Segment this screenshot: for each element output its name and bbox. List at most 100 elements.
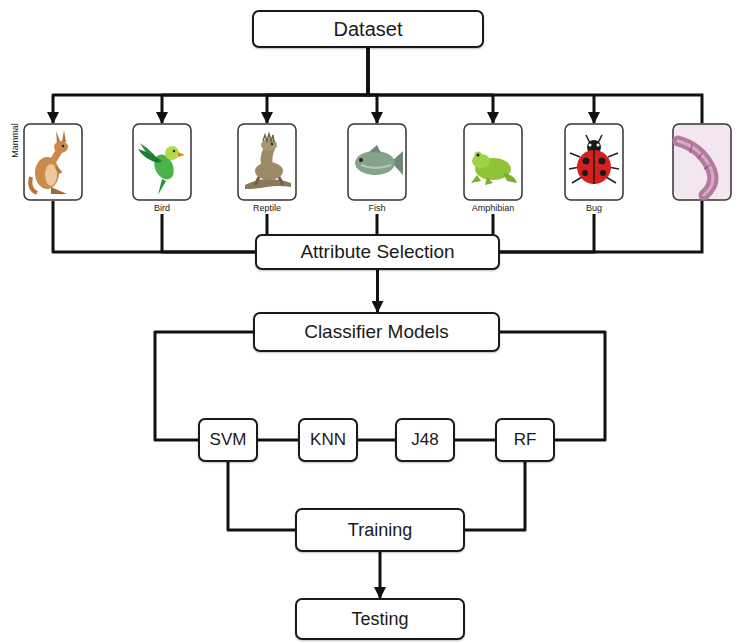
process-box: SVM bbox=[198, 418, 258, 462]
animal-illustration bbox=[132, 123, 192, 201]
connector bbox=[376, 214, 379, 234]
illustration-part bbox=[600, 170, 606, 176]
connector bbox=[162, 48, 368, 123]
illustration-part bbox=[569, 135, 619, 183]
illustration-part bbox=[369, 145, 381, 153]
connector bbox=[228, 462, 295, 530]
animal-class-card: Bird bbox=[132, 123, 192, 214]
connector bbox=[492, 214, 495, 234]
node-label: Training bbox=[348, 520, 412, 541]
node-label: Classifier Models bbox=[304, 321, 449, 343]
illustration-part bbox=[54, 141, 68, 153]
illustration-part bbox=[477, 154, 480, 157]
process-box: Dataset bbox=[252, 10, 484, 48]
illustration-part bbox=[56, 167, 61, 173]
worm-highlight bbox=[678, 141, 713, 195]
illustration-part bbox=[53, 151, 59, 161]
illustration-part bbox=[485, 177, 493, 185]
illustration-part bbox=[359, 158, 363, 162]
process-box: J48 bbox=[395, 418, 455, 462]
connector bbox=[53, 201, 255, 252]
illustration-part bbox=[593, 150, 595, 184]
illustration-part bbox=[165, 146, 179, 160]
illustration-part bbox=[599, 158, 606, 165]
connector bbox=[266, 214, 269, 234]
illustration-part bbox=[255, 177, 283, 185]
animal-class-card: Bug bbox=[564, 123, 624, 214]
illustration-part bbox=[565, 124, 623, 200]
process-box: Attribute Selection bbox=[255, 234, 500, 270]
connector bbox=[368, 48, 594, 123]
node-label: RF bbox=[514, 430, 537, 450]
illustration-part bbox=[51, 187, 67, 194]
illustration-part bbox=[589, 144, 592, 147]
illustration-part bbox=[24, 124, 82, 200]
animal-class-card: Reptile bbox=[237, 123, 297, 214]
illustration-part bbox=[355, 151, 395, 175]
bus-wire bbox=[594, 95, 702, 123]
illustration-part bbox=[158, 179, 166, 195]
illustration-part bbox=[471, 175, 481, 183]
connector bbox=[53, 48, 368, 123]
illustration-part bbox=[138, 149, 162, 163]
illustration-part bbox=[173, 150, 175, 152]
illustration-part bbox=[583, 158, 590, 165]
class-label: Reptile bbox=[237, 203, 297, 214]
illustration-part bbox=[133, 124, 191, 200]
bus-wire bbox=[500, 201, 702, 252]
illustration-part bbox=[361, 165, 391, 168]
illustration-part bbox=[263, 134, 274, 142]
illustration-part bbox=[348, 124, 406, 200]
illustration-part bbox=[62, 145, 64, 147]
connector bbox=[258, 439, 298, 442]
illustration-part bbox=[56, 130, 66, 143]
worm-body bbox=[678, 141, 713, 195]
class-label: Bug bbox=[564, 203, 624, 214]
connector bbox=[358, 439, 395, 442]
node-label: SVM bbox=[210, 430, 247, 450]
process-box: KNN bbox=[298, 418, 358, 462]
worm-illustration bbox=[673, 124, 731, 200]
process-box: Classifier Models bbox=[253, 312, 500, 352]
illustration-part bbox=[238, 124, 296, 200]
connector bbox=[500, 214, 594, 252]
connector bbox=[379, 552, 382, 598]
illustration-part bbox=[464, 124, 522, 200]
animal-illustration bbox=[237, 123, 297, 201]
illustration-part bbox=[577, 150, 611, 184]
animal-class-card: Amphibian bbox=[463, 123, 523, 214]
node-label: Attribute Selection bbox=[300, 241, 454, 263]
connector bbox=[455, 439, 495, 442]
node-label: Testing bbox=[351, 609, 408, 630]
node-label: J48 bbox=[411, 430, 438, 450]
animal-illustration bbox=[463, 123, 523, 201]
illustration-part bbox=[475, 152, 482, 159]
connector bbox=[465, 462, 525, 530]
connector bbox=[376, 270, 379, 312]
illustration-part bbox=[597, 144, 600, 147]
connector bbox=[267, 48, 368, 123]
illustration-part bbox=[582, 170, 588, 176]
illustration-part bbox=[178, 152, 185, 157]
animal-class-card: Mammal bbox=[23, 123, 83, 201]
process-box: RF bbox=[495, 418, 555, 462]
illustration-part bbox=[503, 173, 517, 183]
worm-rings bbox=[690, 145, 710, 169]
animal-class-card: Fish bbox=[347, 123, 407, 214]
class-label: Amphibian bbox=[463, 203, 523, 214]
illustration-part bbox=[30, 177, 37, 193]
connector bbox=[368, 48, 493, 123]
illustration-part bbox=[45, 164, 57, 186]
illustration-part bbox=[271, 143, 273, 145]
animal-illustration bbox=[347, 123, 407, 201]
picture-frame bbox=[673, 124, 731, 200]
animal-illustration bbox=[23, 123, 83, 201]
class-label: Bird bbox=[132, 203, 192, 214]
animal-illustration bbox=[564, 123, 624, 201]
class-label: Mammal bbox=[10, 119, 21, 163]
process-box: Training bbox=[295, 508, 465, 552]
node-label: KNN bbox=[310, 430, 346, 450]
connector bbox=[162, 214, 255, 252]
process-box: Testing bbox=[295, 598, 465, 640]
